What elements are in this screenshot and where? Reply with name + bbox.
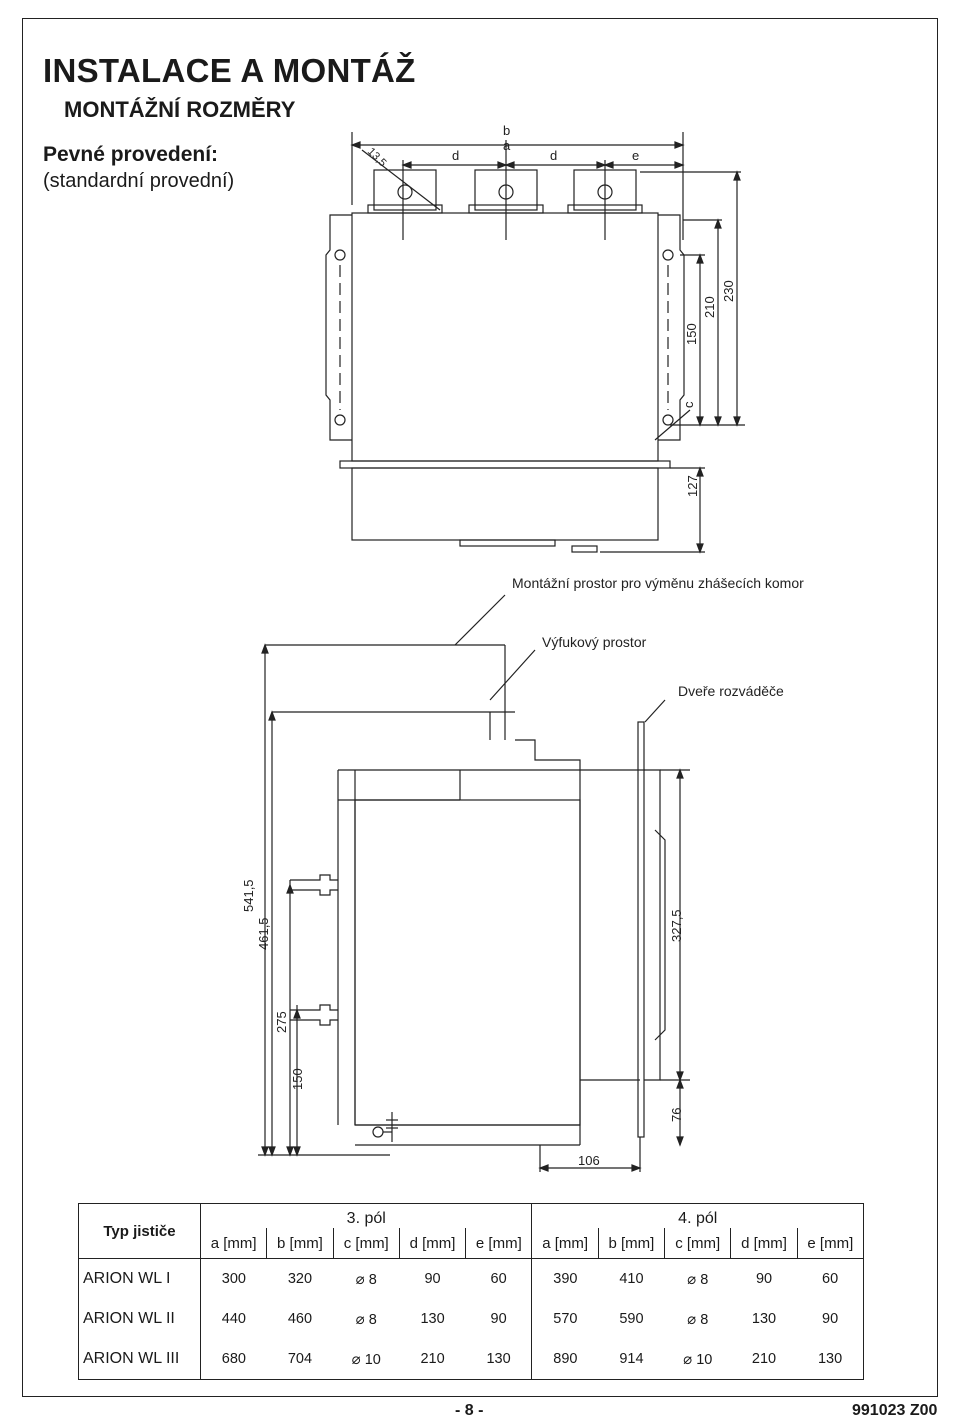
dim-label-a: a (503, 138, 511, 153)
col-header: b [mm] (597, 1228, 666, 1259)
callout-exhaust-space: Výfukový prostor (542, 634, 647, 650)
diameter-value: 8 (700, 1272, 709, 1288)
dimension-drawing: b a d d e 13,5 150 210 230 c 127 Montážn… (241, 123, 804, 1172)
col-header: d [mm] (398, 1228, 467, 1259)
top-view-drawing (325, 132, 745, 554)
table-cell: 90 (797, 1299, 865, 1339)
dim-label-d2: d (550, 148, 557, 163)
dimension-table: Typ jističe 3. pól 4. pól a [mm] b [mm] … (78, 1203, 865, 1380)
table-cell: 570 (553, 1311, 578, 1327)
dim-label-461-5: 461,5 (256, 917, 271, 950)
dim-label-230: 230 (721, 280, 736, 302)
row-type: ARION WL III (78, 1339, 201, 1380)
dim-label-c: c (681, 401, 696, 408)
dim-label-127: 127 (685, 475, 700, 497)
dim-label-150-top: 150 (684, 323, 699, 345)
type-header: Typ jističe (78, 1203, 201, 1259)
document-code: 991023 Z00 (852, 1402, 938, 1419)
dim-label-150-side: 150 (290, 1068, 305, 1090)
section-subtitle: (standardní provední) (43, 170, 235, 192)
table-cell: 704 (266, 1339, 334, 1380)
table-cell: 410 (619, 1271, 644, 1287)
table-cell: 130 (797, 1339, 865, 1380)
table-cell: 390 (553, 1271, 578, 1287)
table-cell: 130 (751, 1311, 777, 1327)
page-number: - 8 - (455, 1402, 484, 1419)
table-cell: 90 (424, 1271, 441, 1287)
table-cell: 914 (598, 1339, 665, 1380)
diameter-symbol: ⌀ (351, 1351, 361, 1368)
dim-label-275: 275 (274, 1011, 289, 1033)
col-header: d [mm] (730, 1228, 798, 1259)
section-title: Pevné provedení: (43, 143, 219, 166)
dim-label-106: 106 (578, 1153, 600, 1168)
group-header-3-pole: 3. pól (199, 1203, 533, 1228)
table-row: ARION WL III 680 704 ⌀ 10 210 130 890 91… (78, 1339, 865, 1380)
table-cell: 130 (465, 1339, 533, 1380)
table-cell: ⌀ 10 (664, 1339, 731, 1380)
col-header: c [mm] (332, 1228, 400, 1259)
group-header-4-pole: 4. pól (531, 1203, 864, 1228)
col-header: b [mm] (266, 1228, 334, 1259)
diameter-value: 8 (368, 1272, 377, 1288)
table-cell: 90 (465, 1299, 533, 1339)
col-header: a [mm] (531, 1228, 599, 1259)
table-cell: 130 (420, 1311, 445, 1327)
dim-label-541-5: 541,5 (241, 879, 256, 912)
table-cell: 300 (199, 1258, 267, 1299)
diameter-symbol: ⌀ (687, 1311, 697, 1328)
diameter-value: 10 (364, 1352, 381, 1368)
callout-switchboard-door: Dveře rozváděče (678, 683, 784, 699)
table-cell: 440 (199, 1299, 267, 1339)
table-cell: 210 (399, 1339, 466, 1380)
table-cell: 320 (287, 1271, 313, 1287)
table-cell: 680 (199, 1339, 267, 1380)
row-type: ARION WL II (78, 1299, 201, 1339)
col-header: e [mm] (465, 1228, 533, 1259)
dim-label-327-5: 327,5 (669, 909, 684, 942)
page-subtitle: MONTÁŽNÍ ROZMĚRY (64, 97, 296, 122)
dim-label-210: 210 (702, 296, 717, 318)
diameter-symbol: ⌀ (355, 1271, 365, 1288)
dim-label-b: b (503, 123, 510, 138)
table-cell: 460 (287, 1311, 313, 1327)
dim-label-d1: d (452, 148, 459, 163)
diameter-value: 8 (700, 1312, 709, 1328)
table-cell: 590 (619, 1311, 644, 1327)
dim-label-76: 76 (669, 1108, 684, 1122)
diameter-symbol: ⌀ (355, 1311, 365, 1328)
row-type: ARION WL I (78, 1258, 201, 1299)
table-cell: 210 (730, 1339, 798, 1380)
col-header: c [mm] (664, 1228, 732, 1259)
diameter-symbol: ⌀ (687, 1271, 697, 1288)
diameter-value: 8 (368, 1312, 377, 1328)
diameter-value: 10 (696, 1352, 713, 1368)
callout-arc-chamber-space: Montážní prostor pro výměnu zhášecích ko… (512, 575, 804, 591)
table-cell: ⌀ 8 (333, 1299, 399, 1339)
table-cell: 60 (465, 1258, 533, 1299)
table-cell: 90 (755, 1271, 773, 1287)
page-frame (22, 18, 938, 1397)
col-header: e [mm] (796, 1228, 865, 1259)
table-cell: ⌀ 8 (333, 1259, 399, 1300)
diameter-symbol: ⌀ (683, 1351, 693, 1368)
page-title: INSTALACE A MONTÁŽ (43, 52, 416, 89)
dim-label-hole: 13,5 (365, 146, 389, 170)
table-cell: 890 (531, 1339, 599, 1380)
table-cell: 60 (797, 1258, 865, 1299)
table-row: ARION WL II 440 460 ⌀ 8 130 90 570 590 ⌀… (78, 1299, 865, 1339)
dim-label-e: e (632, 148, 639, 163)
table-cell: ⌀ 8 (665, 1259, 731, 1300)
table-cell: ⌀ 8 (665, 1299, 731, 1339)
table-row: ARION WL I 300 320 ⌀ 8 90 60 390 410 ⌀ 8… (78, 1258, 865, 1300)
side-view-drawing (258, 643, 690, 1172)
table-cell: ⌀ 10 (333, 1339, 400, 1380)
col-header: a [mm] (199, 1228, 268, 1259)
